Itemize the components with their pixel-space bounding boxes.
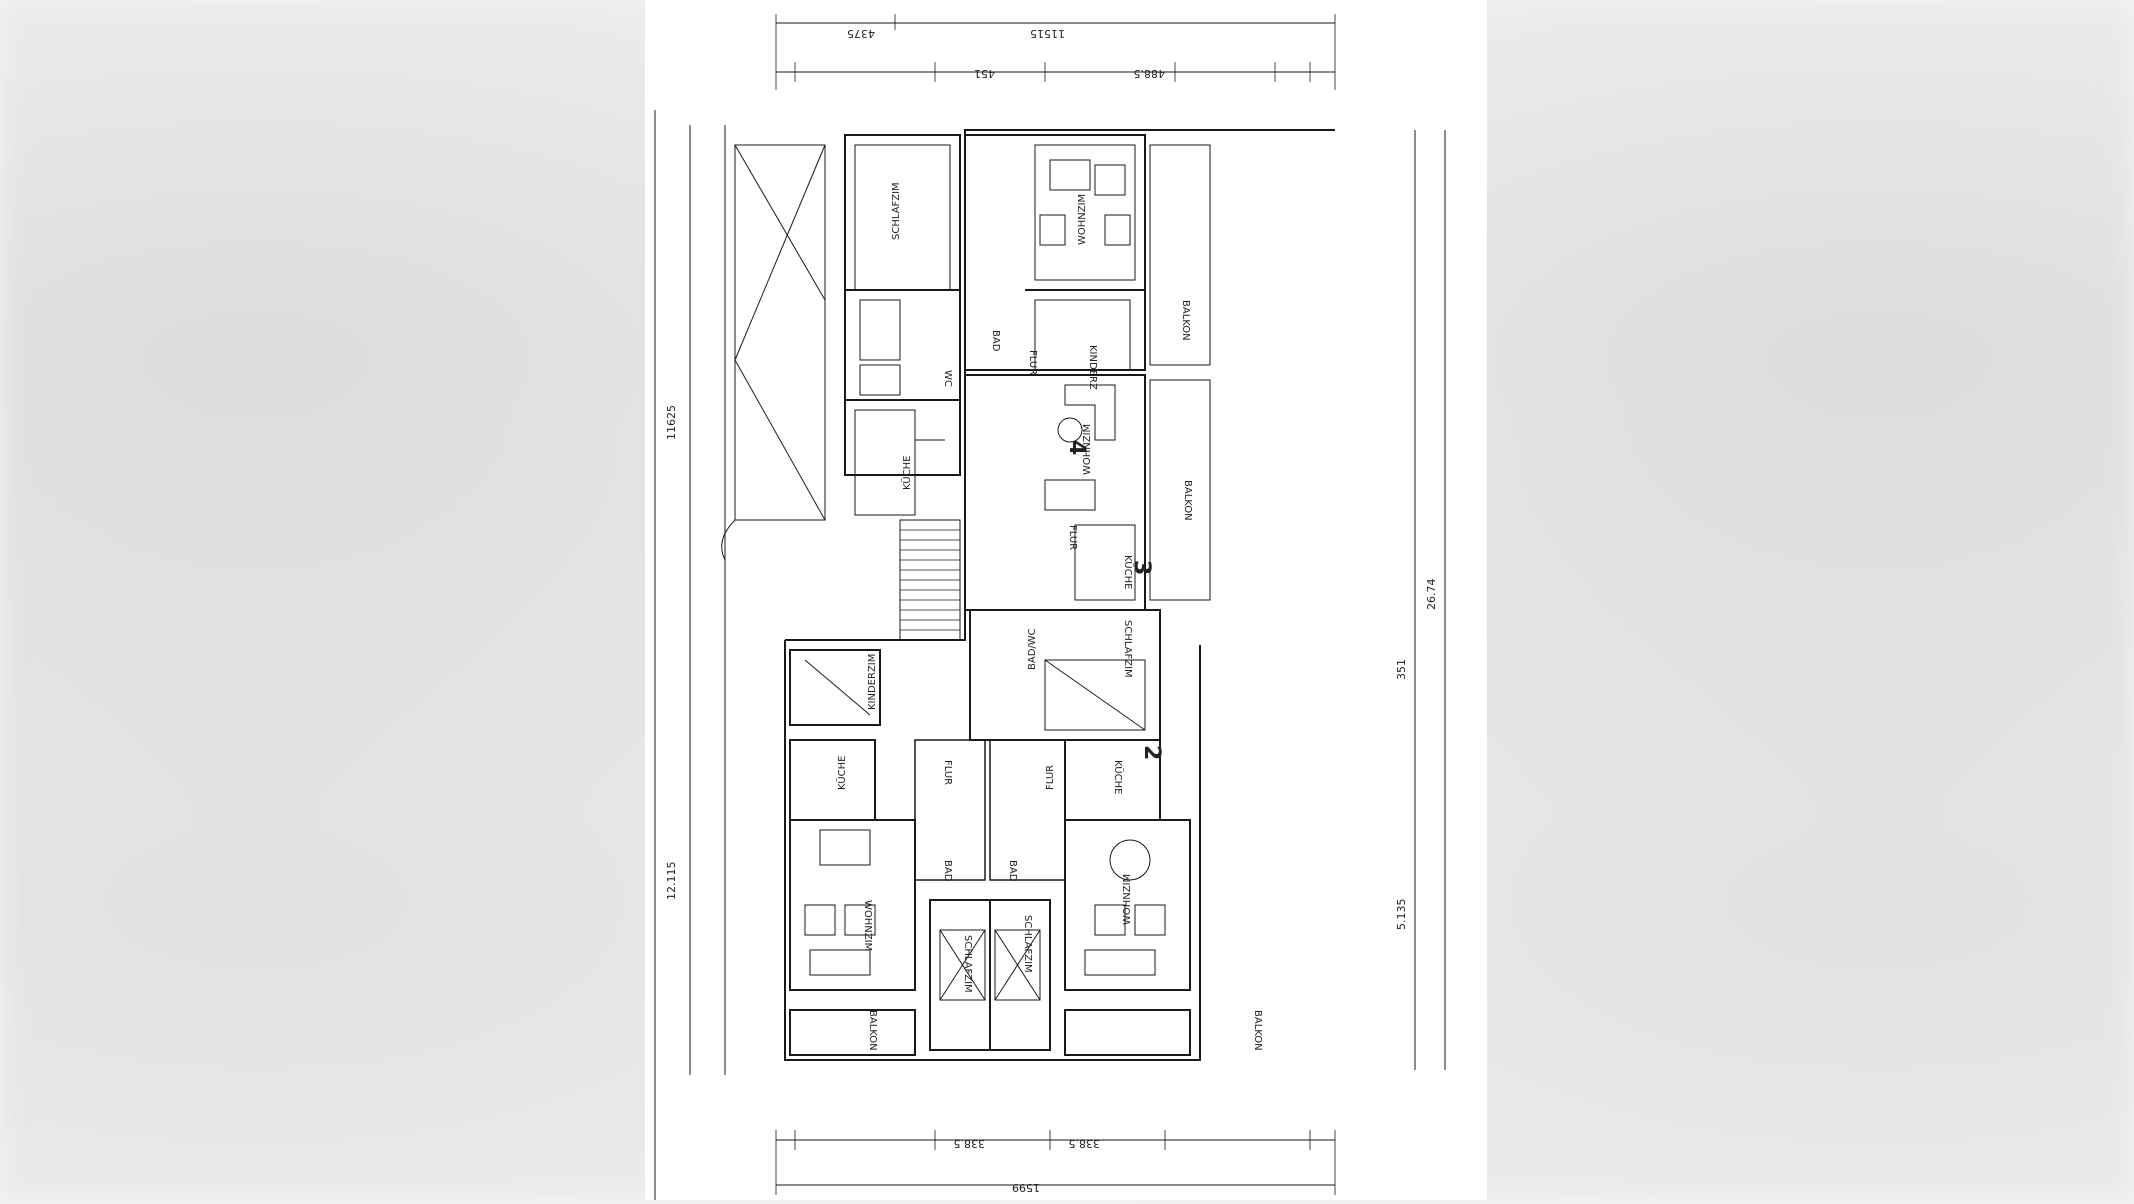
unit-number: 3	[1129, 560, 1154, 575]
room-label: BALKON	[867, 1010, 878, 1051]
dim-top-3: 488.5	[1134, 67, 1166, 80]
dim-bottom-total: 1599	[1012, 1181, 1040, 1194]
unit-numbers: 4 3 2	[1064, 440, 1164, 760]
room-label: BAD	[942, 860, 953, 882]
floor-plan-sheet: 4375 11515 451 488.5 1599 338.5 338.5 11…	[645, 0, 1487, 1200]
room-label: SCHLAFZIM	[1122, 620, 1133, 678]
room-label: BAD	[1007, 860, 1018, 882]
room-label: KÜCHE	[1112, 760, 1125, 794]
dim-left-lower: 12.115	[665, 862, 678, 901]
dim-left-total: 11625	[665, 405, 678, 440]
dim-top-1: 11515	[1030, 27, 1065, 40]
room-labels: SCHLAFZIM WOHNZIM BALKON BAD WC FLUR KIN…	[835, 182, 1263, 1050]
room-label: FLUR	[1067, 525, 1078, 550]
room-label: WOHNZIM	[862, 900, 873, 951]
room-label: FLUR	[1027, 350, 1038, 375]
dim-top-0: 4375	[847, 27, 875, 40]
room-label: WC	[942, 370, 953, 387]
room-label: KÜCHE	[1122, 555, 1135, 589]
dim-bottom-2: 338.5	[1069, 1137, 1101, 1150]
room-label: WOHNZIM	[1077, 194, 1088, 245]
room-label: SCHLAFZIM	[891, 182, 902, 240]
room-label: KINDERZ	[1087, 345, 1098, 390]
room-label: SCHLAFZIM	[1022, 915, 1033, 973]
room-label: WOHNZIM	[1082, 424, 1093, 475]
dim-bottom-1: 338.5	[954, 1137, 986, 1150]
room-label: KINDERZIM	[867, 654, 878, 710]
floor-plan-drawing: 4375 11515 451 488.5 1599 338.5 338.5 11…	[654, 14, 1446, 1200]
room-label: KÜCHE	[835, 756, 848, 790]
room-label: FLUR	[1045, 765, 1056, 790]
room-label: BALKON	[1180, 300, 1191, 341]
room-label: SCHLAFZIM	[962, 935, 973, 993]
unit-number: 4	[1064, 440, 1089, 455]
dimension-labels: 4375 11515 451 488.5 1599 338.5 338.5 11…	[665, 27, 1438, 1194]
room-label: BALKON	[1182, 480, 1193, 521]
dim-right-total: 26.74	[1425, 579, 1438, 611]
room-label: BAD/WC	[1027, 628, 1038, 670]
room-label: WOHNZIM	[1122, 874, 1133, 925]
unit-number: 2	[1139, 745, 1164, 760]
dim-right-lower: 5.135	[1395, 899, 1408, 931]
dim-right-mid: 351	[1395, 659, 1408, 680]
dim-top-2: 451	[974, 67, 995, 80]
room-label: FLUR	[942, 760, 953, 785]
room-label: BALKON	[1252, 1010, 1263, 1051]
room-label: BAD	[990, 330, 1001, 352]
room-label: KÜCHE	[900, 456, 913, 490]
